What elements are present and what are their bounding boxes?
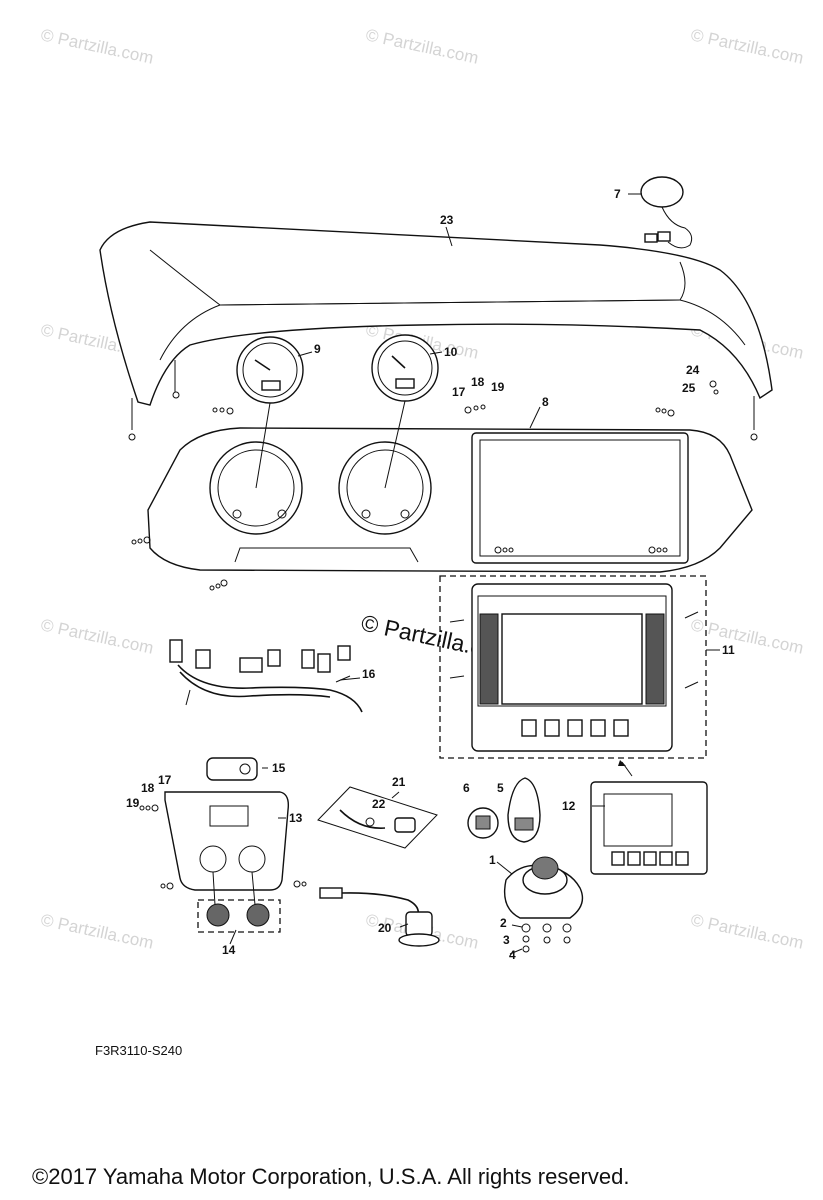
callout-17: 17: [452, 385, 466, 399]
callout-19: 19: [491, 380, 505, 394]
diagram-code: F3R3110-S240: [95, 1043, 183, 1058]
copyright-notice: ©2017 Yamaha Motor Corporation, U.S.A. A…: [32, 1164, 630, 1189]
leader-lines: [229, 193, 642, 955]
dash-top-cover: [99, 221, 773, 441]
depth-sensor: [319, 887, 440, 947]
watermark: © Partzilla.com: [689, 910, 805, 952]
tachometer: [371, 334, 439, 402]
outlets: [467, 777, 541, 843]
watermark: © Partzilla.com: [39, 25, 155, 67]
callout-4: 4: [509, 948, 516, 962]
callout-24: 24: [686, 363, 700, 377]
callout-12: 12: [562, 799, 576, 813]
callout-8: 8: [542, 395, 549, 409]
callout-19: 19: [126, 796, 140, 810]
key-switch-kit: [317, 786, 438, 849]
callout-5: 5: [497, 781, 504, 795]
display-unit: [590, 781, 708, 875]
callout-1: 1: [489, 853, 496, 867]
callout-17: 17: [158, 773, 172, 787]
callout-18: 18: [141, 781, 155, 795]
callout-2: 2: [500, 916, 507, 930]
callout-3: 3: [503, 933, 510, 947]
callout-23: 23: [440, 213, 454, 227]
callout-16: 16: [362, 667, 376, 681]
joystick-control: [503, 856, 584, 953]
watermark: © Partzilla.com: [364, 25, 480, 67]
dash-panel: [147, 400, 753, 573]
callout-11: 11: [722, 643, 735, 657]
switch-panel: [139, 757, 307, 933]
callout-15: 15: [272, 761, 286, 775]
wire-harness: [169, 639, 363, 713]
watermark: © Partzilla.com: [689, 25, 805, 67]
multi-function-display: [439, 575, 720, 777]
callout-20: 20: [378, 921, 392, 935]
callout-25: 25: [682, 381, 696, 395]
callout-labels: 1 2 3 4 5 6 7 8 9 10 11 12 13 14 15 16 1…: [126, 187, 735, 962]
gps-antenna: [640, 176, 693, 249]
callout-10: 10: [444, 345, 458, 359]
watermark: © Partzilla.com: [39, 910, 155, 952]
watermark: © Partzilla.com: [39, 615, 155, 657]
callout-13: 13: [289, 811, 303, 825]
callout-14: 14: [222, 943, 236, 957]
callout-21: 21: [392, 775, 406, 789]
callout-9: 9: [314, 342, 321, 356]
speedometer: [236, 336, 304, 404]
callout-7: 7: [614, 187, 621, 201]
callout-22: 22: [372, 797, 386, 811]
callout-18: 18: [471, 375, 485, 389]
panel-fasteners: [131, 380, 719, 591]
callout-6: 6: [463, 781, 470, 795]
